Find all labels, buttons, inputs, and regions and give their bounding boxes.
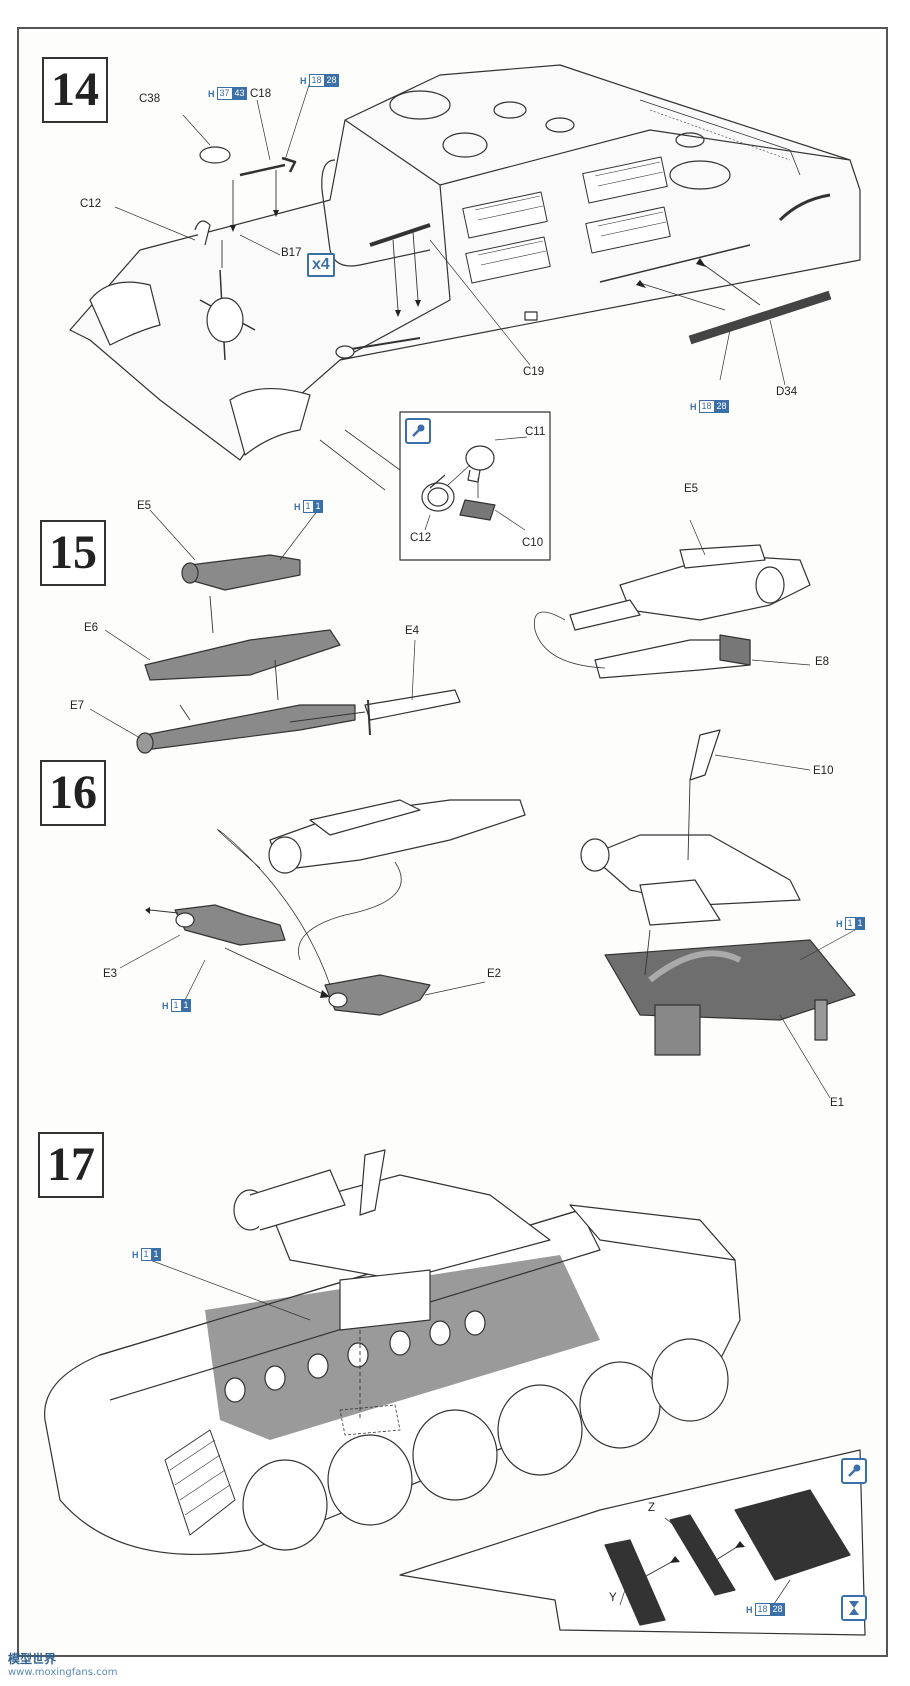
part-label: E3	[103, 968, 118, 980]
part-label: E8	[815, 656, 830, 668]
part-label: E6	[84, 622, 99, 634]
part-label: D34	[776, 386, 798, 398]
part-label: C12	[80, 198, 102, 210]
part-label: B17	[281, 247, 302, 259]
part-label: C12	[410, 532, 432, 544]
part-label: E7	[70, 700, 85, 712]
watermark-url: www.moxingfans.com	[8, 1667, 118, 1678]
step-number-17: 17	[38, 1132, 104, 1198]
part-label: E1	[830, 1097, 845, 1109]
part-label: E10	[813, 765, 834, 777]
part-label: Y	[609, 1592, 617, 1604]
quantity-multiplier: x4	[307, 253, 335, 277]
site-watermark: 模型世界 www.moxingfans.com	[8, 1650, 117, 1678]
glue-tip-icon	[405, 418, 431, 444]
part-label: E5	[137, 500, 152, 512]
watermark-site-name: 模型世界	[8, 1652, 57, 1666]
step17-hull-drawing	[44, 1149, 866, 1636]
step15-gun-drawing	[89, 509, 811, 754]
hourglass-icon	[841, 1595, 867, 1621]
part-label: C38	[139, 93, 161, 105]
part-label: Z	[648, 1502, 656, 1514]
step14-hull-drawing	[69, 64, 861, 561]
part-label: E2	[487, 968, 502, 980]
step-number-16: 16	[40, 760, 106, 826]
part-label: C11	[525, 426, 546, 438]
part-label: C19	[523, 366, 545, 378]
step16-mantlet-drawing	[119, 729, 856, 1099]
part-label: C18	[250, 88, 272, 100]
step-number-14: 14	[42, 57, 108, 123]
step-number-15: 15	[40, 520, 106, 586]
part-label: E5	[684, 483, 699, 495]
glue-tip-icon	[841, 1458, 867, 1484]
part-label: C10	[522, 537, 544, 549]
part-label: E4	[405, 625, 420, 637]
